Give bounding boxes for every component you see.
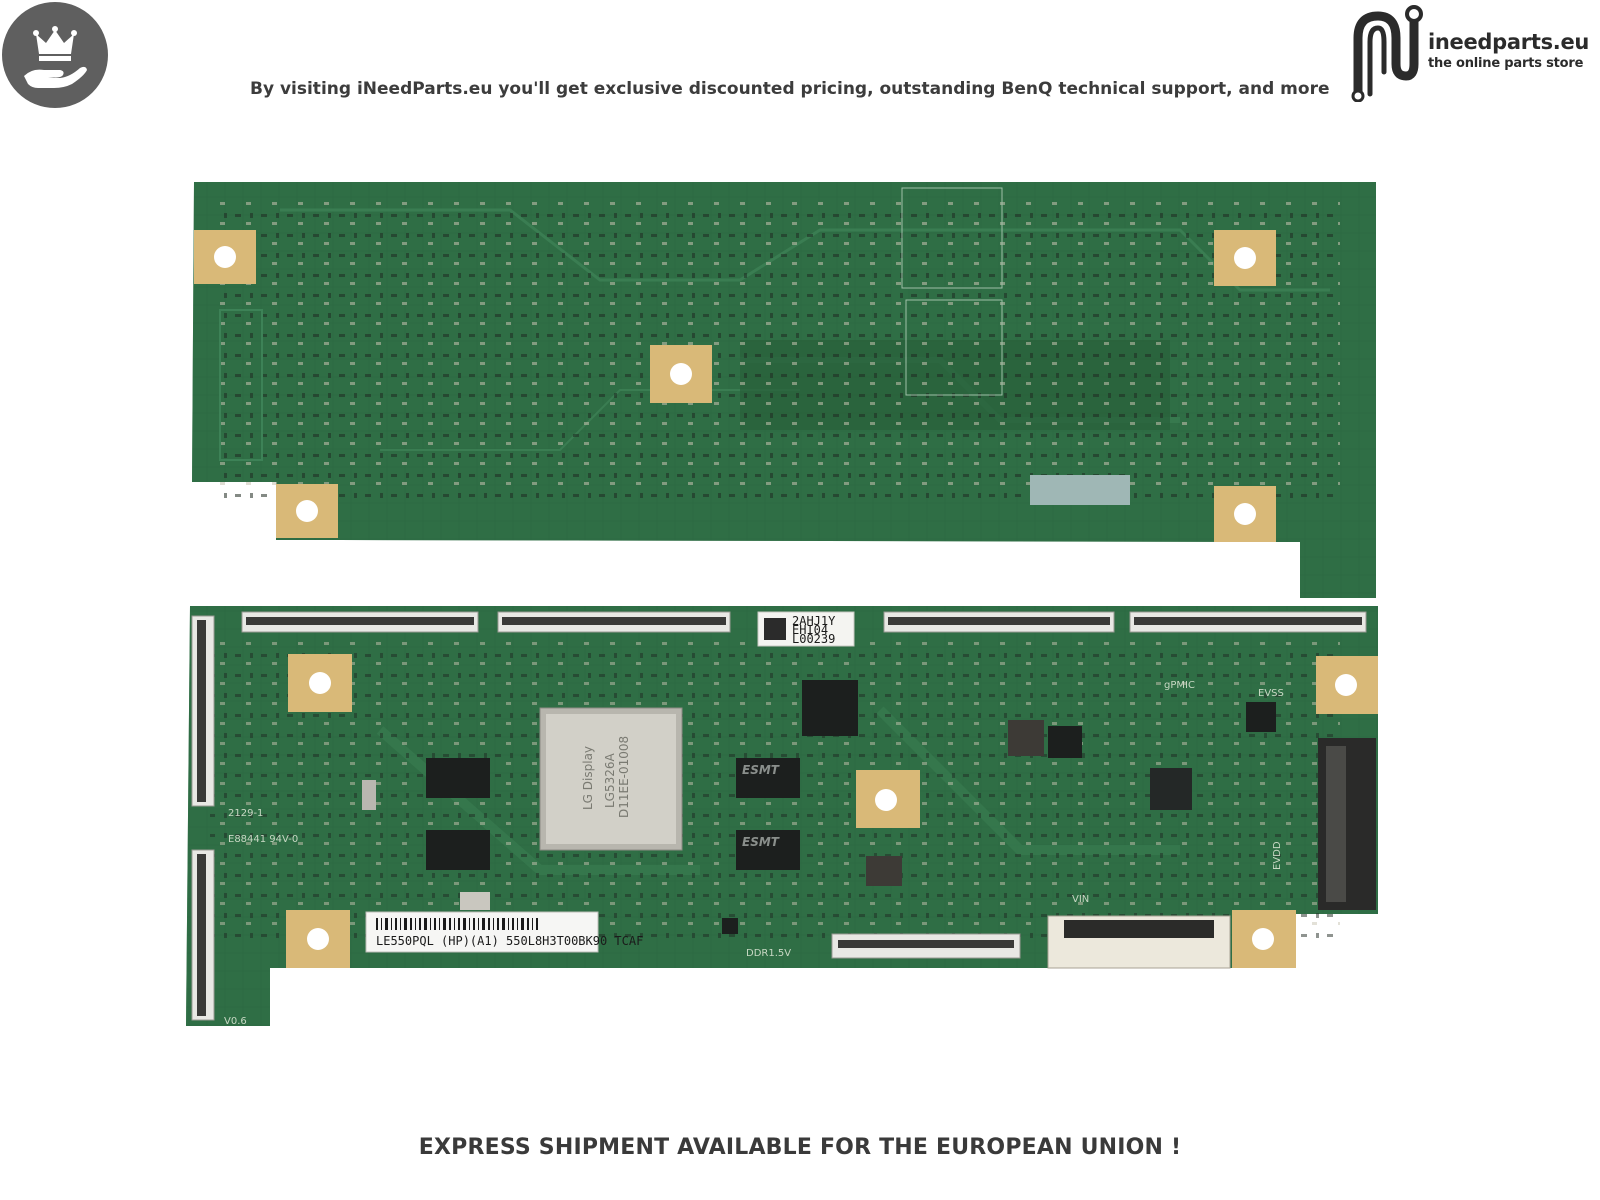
circuit-logo-icon <box>1351 5 1423 102</box>
mem-chip-text-1: ESMT <box>742 763 780 777</box>
silk-text-4: DDR1.5V <box>746 948 791 959</box>
product-photo: 2AHJ1Y EHI04 L00239 LG Display LG5326A D… <box>180 170 1420 1050</box>
silk-text-5: VIN <box>1072 894 1089 905</box>
crown-badge-icon <box>2 2 108 108</box>
chip-brand-text: LG Display <box>581 746 595 810</box>
promo-tagline: By visiting iNeedParts.eu you'll get exc… <box>250 79 1330 99</box>
shipping-banner: EXPRESS SHIPMENT AVAILABLE FOR THE EUROP… <box>418 1135 1182 1160</box>
board-barcode <box>376 918 538 930</box>
ineedparts-logo: ineedparts.eu the online parts store <box>1340 2 1598 102</box>
board-label-text: LE550PQL (HP)(A1) 550L8H3T00BK90 TCAF <box>376 934 643 948</box>
logo-slogan: the online parts store <box>1428 56 1584 71</box>
logo-wordmark: ineedparts.eu <box>1428 30 1590 54</box>
silk-text-7: EVSS <box>1258 688 1284 699</box>
silk-text-8: gPMIC <box>1164 680 1195 691</box>
silk-text-1: 2129-1 <box>228 808 263 819</box>
chip-code-text-1: LG5326A <box>603 752 617 808</box>
mem-chip-text-2: ESMT <box>742 835 780 849</box>
silk-text-2: E88441 94V-0 <box>228 834 298 845</box>
silk-text-6: EVDD <box>1272 841 1283 870</box>
pcb-board-front: 2AHJ1Y EHI04 L00239 LG Display LG5326A D… <box>186 606 1378 1027</box>
sticker-text-1: 2AHJ1Y <box>792 614 836 628</box>
silk-text-3: V0.6 <box>224 1016 247 1027</box>
pcb-board-back <box>192 182 1376 598</box>
sticker-text-3: L00239 <box>792 632 835 646</box>
chip-code-text-2: D11EE-01008 <box>617 736 631 818</box>
sticker-text-2: EHI04 <box>792 623 828 637</box>
